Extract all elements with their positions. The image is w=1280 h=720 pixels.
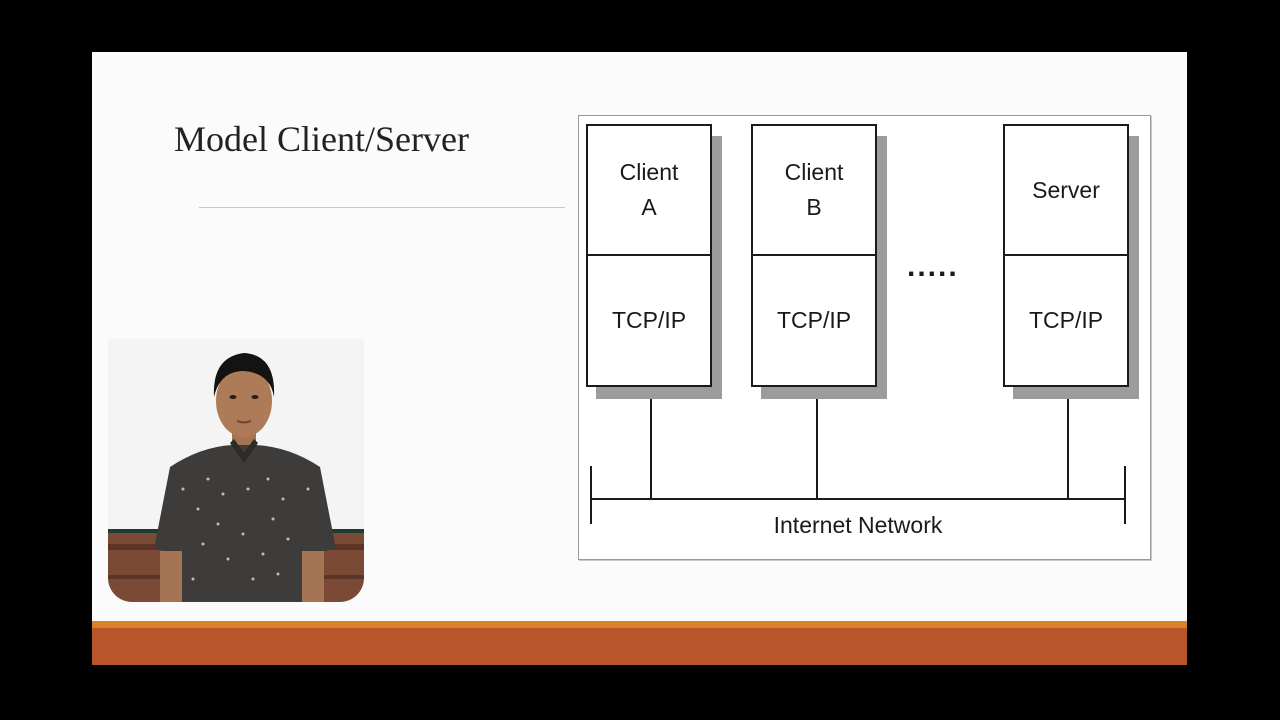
ellipsis: ..... — [907, 250, 959, 283]
node-protocol-layer: TCP/IP — [776, 307, 852, 333]
connector-server — [1067, 399, 1069, 499]
node-name: Client — [784, 159, 844, 185]
node-protocol-layer: TCP/IP — [611, 307, 687, 333]
client-server-diagram: Client A TCP/IP Client B TCP/IP ..... Se… — [578, 115, 1151, 560]
footer-accent-bar — [92, 621, 1187, 628]
node-id: A — [641, 194, 657, 220]
slide-title: Model Client/Server — [174, 119, 469, 159]
title-divider — [199, 207, 565, 208]
node-name: Server — [1032, 176, 1100, 203]
network-bus-right-end — [1124, 466, 1126, 524]
node-name: Client — [619, 159, 679, 185]
node-application-layer: Client A — [588, 126, 710, 256]
presentation-slide: Model Client/Server — [92, 52, 1187, 665]
network-bus — [590, 498, 1125, 500]
node-protocol-layer: TCP/IP — [1028, 307, 1104, 333]
node-id: B — [806, 194, 822, 220]
node-client-b: Client B TCP/IP — [751, 124, 877, 387]
network-label: Internet Network — [773, 512, 943, 538]
presenter-image — [108, 339, 364, 602]
connector-client-b — [816, 399, 818, 499]
node-client-a: Client A TCP/IP — [586, 124, 712, 387]
node-application-layer: Client B — [753, 126, 875, 256]
footer-bar — [92, 628, 1187, 665]
network-bus-left-end — [590, 466, 592, 524]
connector-client-a — [650, 399, 652, 499]
node-application-layer: Server — [1005, 126, 1127, 256]
presenter-video — [108, 339, 364, 602]
node-server: Server TCP/IP — [1003, 124, 1129, 387]
